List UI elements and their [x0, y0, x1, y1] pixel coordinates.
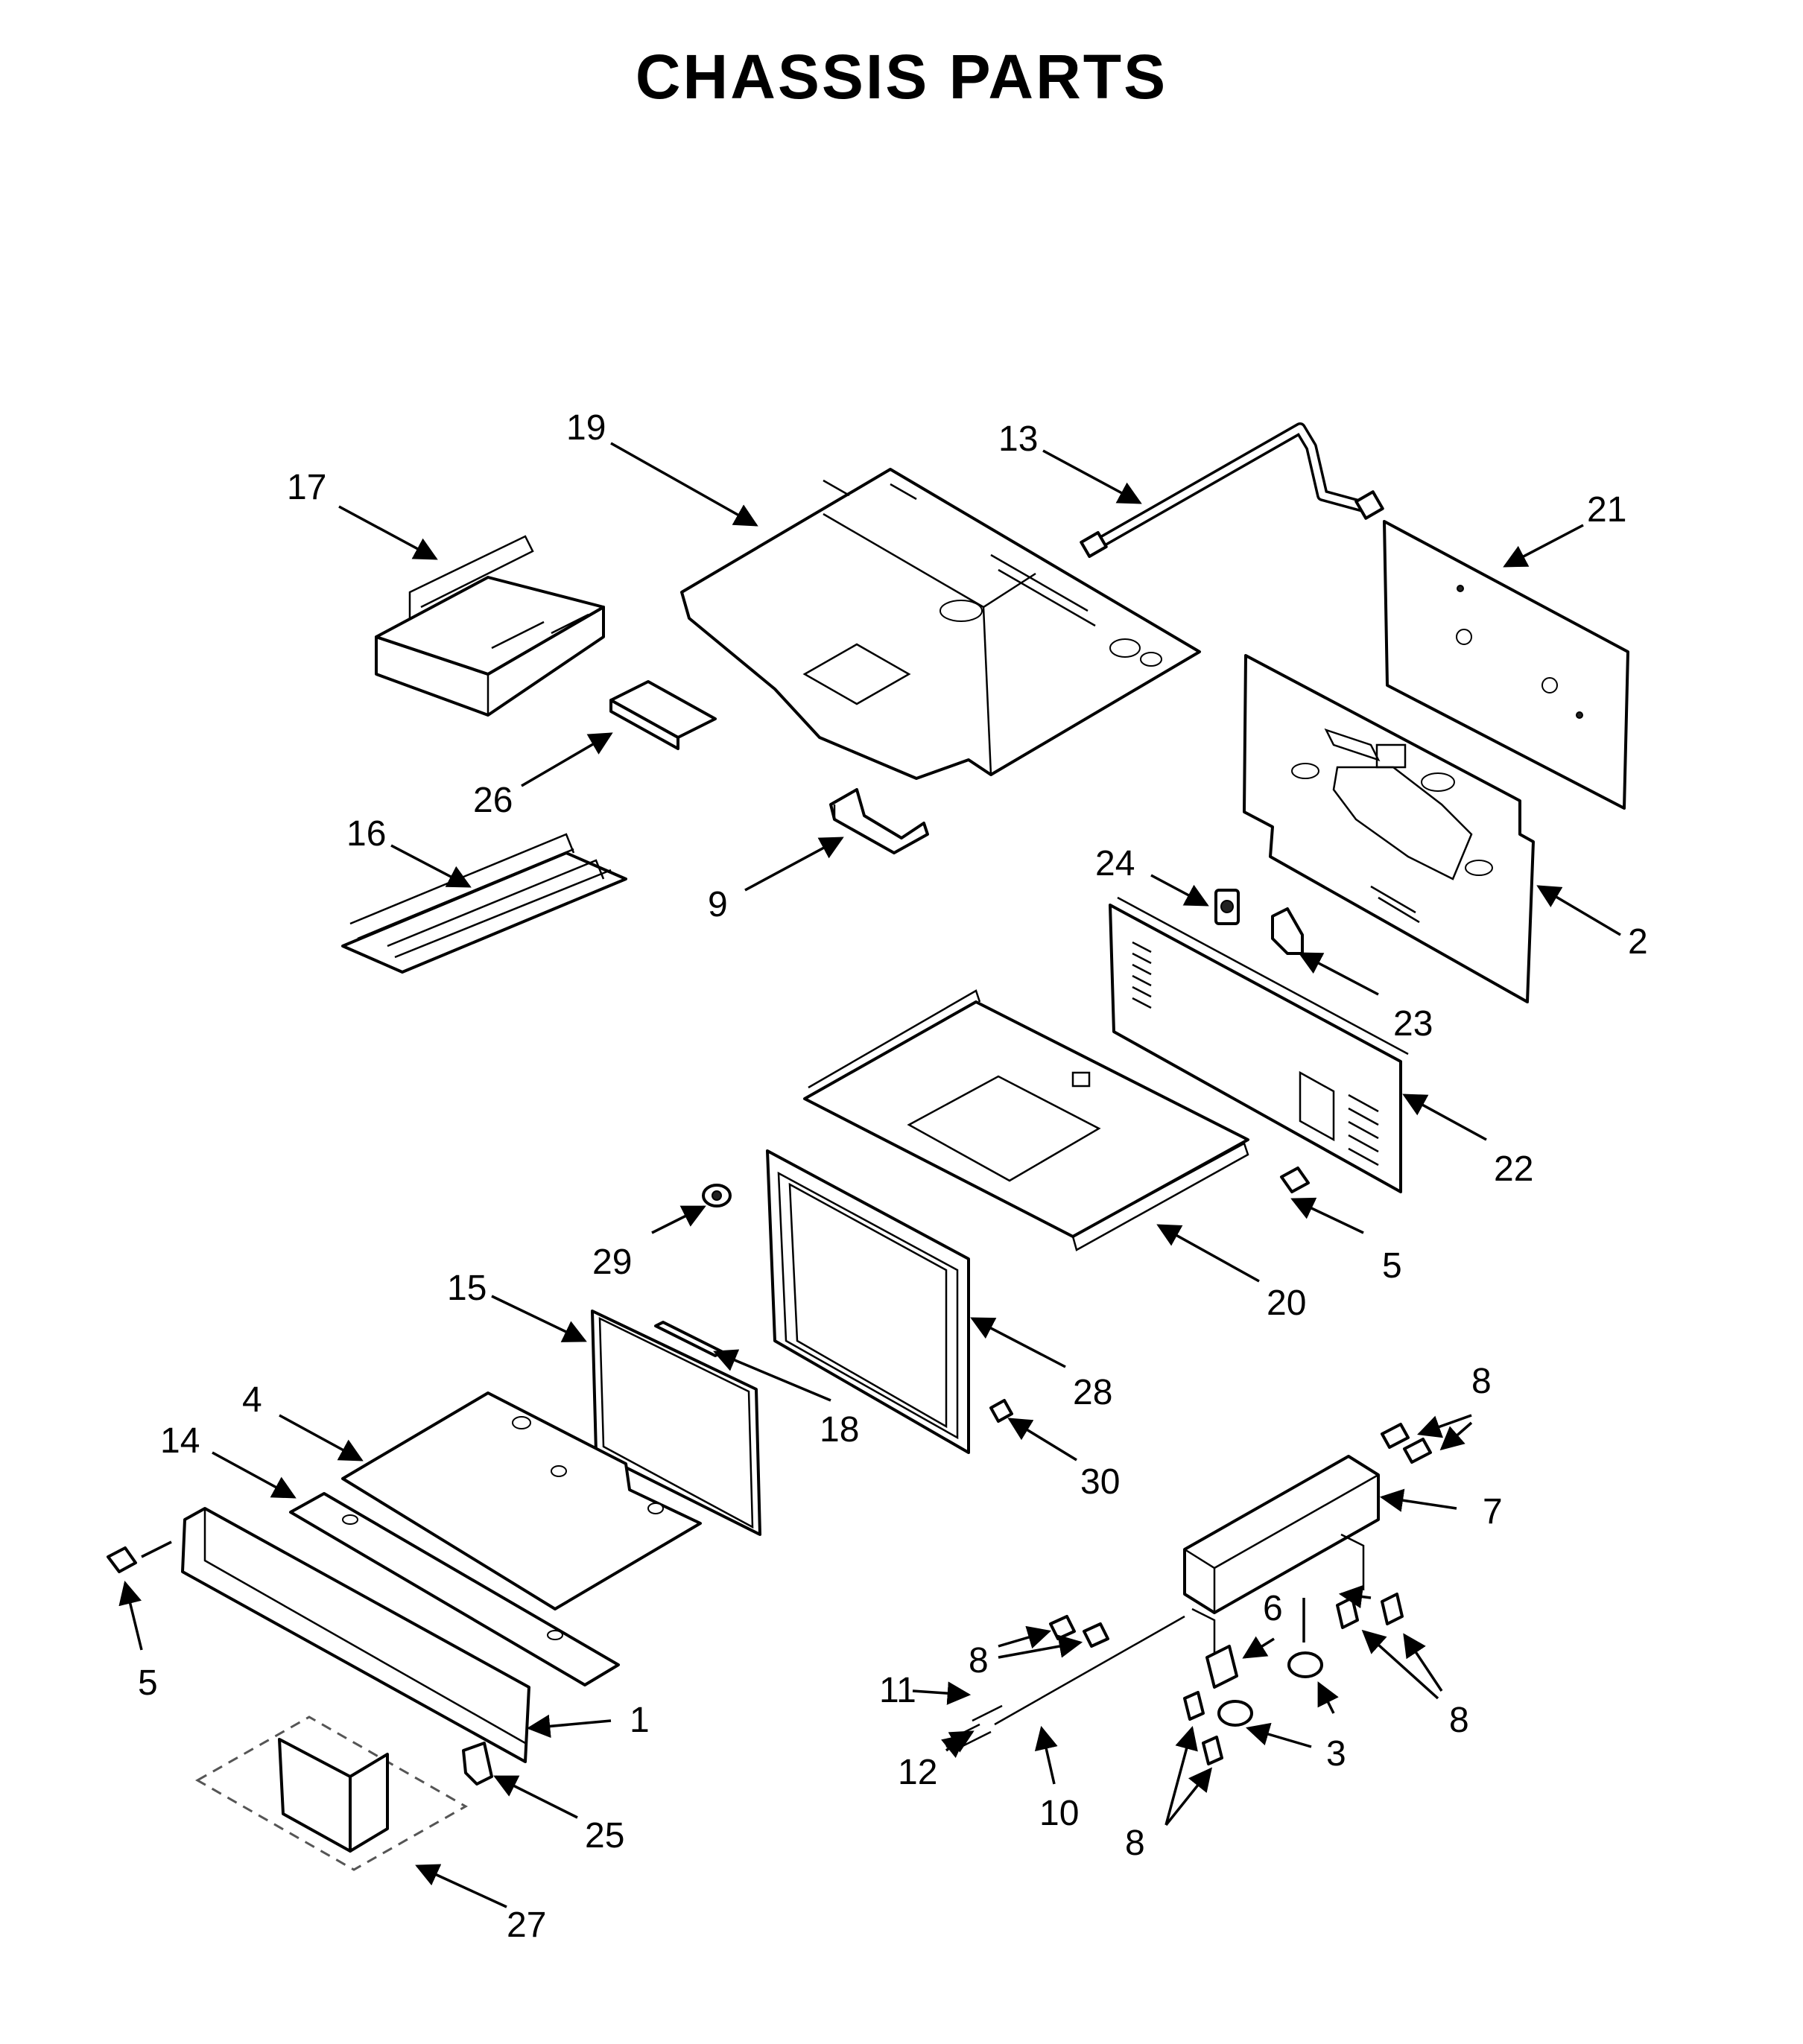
part-8-screws: [1049, 1423, 1432, 1765]
callout-22: 22: [1494, 1149, 1533, 1189]
callout-29: 29: [592, 1242, 632, 1282]
callout-13: 13: [998, 419, 1038, 459]
callout-23: 23: [1393, 1004, 1433, 1044]
callout-8-right: 8: [1449, 1701, 1469, 1740]
part-26-small-bracket: [609, 680, 717, 750]
page-title: CHASSIS PARTS: [635, 42, 1168, 112]
callout-labels: 17 19 13 21 26 16 9 24 2 23 22 5 20 29 1…: [138, 408, 1648, 1945]
callout-6: 6: [1263, 1589, 1283, 1628]
part-2-back-wall: [1243, 654, 1535, 1003]
part-24-valve: [1214, 889, 1240, 925]
part-22-side-panel: [1109, 896, 1409, 1193]
part-15-gasket: [591, 1310, 761, 1536]
part-23-bracket: [1271, 907, 1304, 955]
part-5-screw-right: [1280, 1167, 1310, 1193]
part-29-grommet: [702, 1184, 732, 1207]
callout-5-right: 5: [1382, 1246, 1402, 1286]
callout-19: 19: [566, 408, 606, 448]
callout-4: 4: [242, 1380, 262, 1420]
callout-2: 2: [1628, 922, 1648, 962]
callout-21: 21: [1587, 490, 1626, 530]
part-25-clip: [462, 1742, 493, 1786]
callout-8-bottom: 8: [1125, 1824, 1145, 1863]
callout-11: 11: [879, 1671, 916, 1710]
callout-20: 20: [1267, 1283, 1306, 1323]
callout-9: 9: [708, 885, 728, 924]
callout-14: 14: [160, 1421, 200, 1461]
part-20-floor-panel: [803, 989, 1249, 1251]
part-14-panel-strip: [289, 1492, 620, 1686]
part-30-screw: [989, 1399, 1013, 1423]
callout-8-top: 8: [1471, 1362, 1492, 1401]
callout-10: 10: [1039, 1794, 1079, 1833]
part-7-manifold-bracket: [1183, 1455, 1380, 1669]
part-9-small-bracket: [829, 788, 929, 854]
callout-16: 16: [346, 814, 386, 854]
callout-17: 17: [287, 468, 326, 507]
part-13-gas-tube: [1080, 422, 1384, 559]
callout-25: 25: [585, 1816, 624, 1856]
callout-18: 18: [820, 1410, 859, 1450]
callout-12: 12: [898, 1753, 937, 1792]
callout-5-left: 5: [138, 1663, 158, 1703]
callout-28: 28: [1073, 1373, 1112, 1412]
part-3-valve: [1217, 1651, 1323, 1727]
part-17-bracket-tray: [375, 535, 605, 717]
part-6-orifice: [1205, 1645, 1238, 1689]
callout-7: 7: [1483, 1492, 1503, 1532]
callout-26: 26: [473, 781, 513, 820]
leader-lines: [118, 442, 1621, 1908]
part-4-base-plate: [341, 1391, 702, 1610]
part-5-screw-left: [107, 1546, 137, 1573]
part-16-channel-rail: [341, 833, 627, 974]
part-27-box: [194, 1716, 469, 1871]
callout-30: 30: [1080, 1462, 1120, 1502]
part-19-support-panel: [680, 468, 1201, 780]
part-10-rod: [994, 1615, 1185, 1726]
part-11-pin: [972, 1704, 1003, 1722]
callout-24: 24: [1095, 844, 1135, 883]
callout-3: 3: [1326, 1734, 1346, 1774]
callout-8-left: 8: [969, 1641, 989, 1680]
part-21-rear-panel: [1383, 520, 1629, 810]
callout-27: 27: [507, 1905, 546, 1945]
callout-15: 15: [447, 1269, 487, 1308]
callout-1: 1: [630, 1701, 650, 1740]
part-28-front-frame: [766, 1149, 970, 1454]
